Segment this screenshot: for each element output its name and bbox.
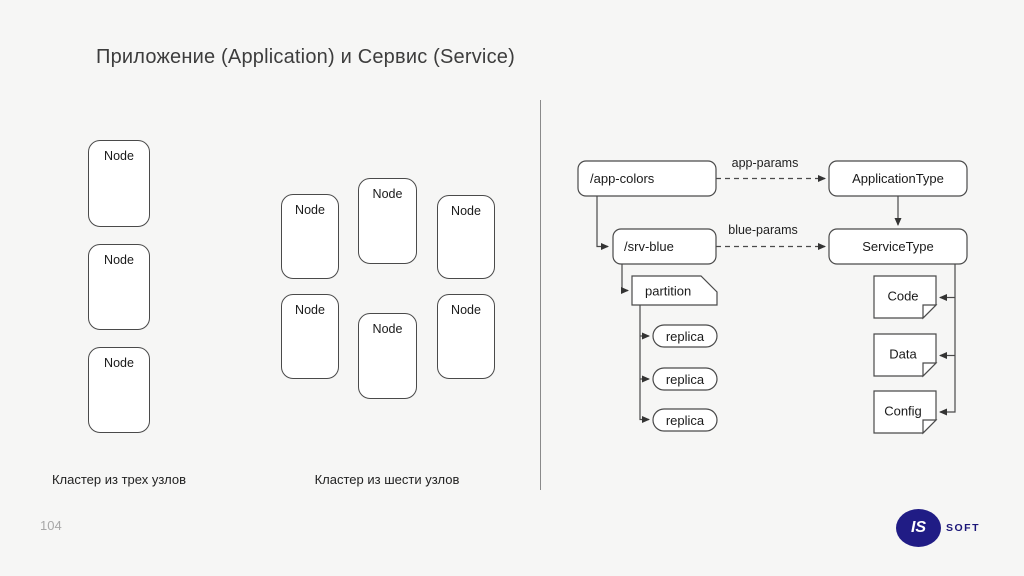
caption-six-node-cluster: Кластер из шести узлов: [314, 472, 460, 487]
issoft-logo-circle: IS: [896, 509, 941, 547]
srv-blue-box: [612, 228, 717, 265]
code-label: Code: [887, 289, 918, 304]
partition-replica-spine: [639, 305, 650, 423]
replica-label: replica: [666, 413, 705, 428]
app-to-srv-connector: [596, 196, 609, 250]
node-label: Node: [372, 322, 403, 336]
node-label: Node: [104, 253, 134, 267]
node-box: Node: [358, 313, 417, 399]
service-type-box: [828, 228, 968, 265]
issoft-logo-monogram: IS: [910, 519, 927, 536]
config-document-fold: [922, 419, 938, 435]
node-box: Node: [88, 244, 150, 330]
blue-params-label: blue-params: [728, 223, 797, 237]
code-document-fold: [922, 304, 938, 320]
page-number: 104: [40, 518, 62, 533]
replica-pill: [652, 408, 718, 432]
partition-label: partition: [645, 284, 691, 299]
app-colors-box: [577, 160, 717, 197]
node-label: Node: [295, 203, 325, 217]
replica-pill: [652, 324, 718, 348]
node-label: Node: [451, 204, 481, 218]
divider-line: [540, 100, 541, 490]
app-params-label: app-params: [732, 156, 799, 170]
node-box: Node: [88, 347, 150, 433]
node-box: Node: [88, 140, 150, 227]
node-label: Node: [451, 303, 481, 317]
srv-to-partition-connector: [621, 264, 629, 294]
data-label: Data: [889, 347, 917, 362]
app-colors-label: /app-colors: [590, 171, 655, 186]
node-label: Node: [295, 303, 325, 317]
application-type-box: [828, 160, 968, 197]
partition-shape: [631, 275, 718, 306]
service-type-label: ServiceType: [862, 239, 934, 254]
node-box: Node: [358, 178, 417, 264]
application-type-label: ApplicationType: [852, 171, 944, 186]
node-box: Node: [437, 195, 495, 279]
node-label: Node: [372, 187, 403, 201]
caption-three-node-cluster: Кластер из трех узлов: [51, 472, 187, 487]
servicetype-doc-spine: [939, 264, 956, 416]
replica-label: replica: [666, 372, 705, 387]
config-label: Config: [884, 404, 922, 419]
replica-pill: [652, 367, 718, 391]
node-label: Node: [104, 149, 134, 163]
node-box: Node: [281, 194, 339, 279]
issoft-logo-text: SOFT: [946, 522, 980, 534]
node-box: Node: [281, 294, 339, 379]
page-title: Приложение (Application) и Сервис (Servi…: [96, 46, 515, 68]
replica-label: replica: [666, 329, 705, 344]
issoft-logo: IS SOFT: [896, 509, 1006, 547]
data-document-fold: [922, 362, 938, 378]
srv-blue-label: /srv-blue: [624, 239, 674, 254]
node-label: Node: [104, 356, 134, 370]
node-box: Node: [437, 294, 495, 379]
